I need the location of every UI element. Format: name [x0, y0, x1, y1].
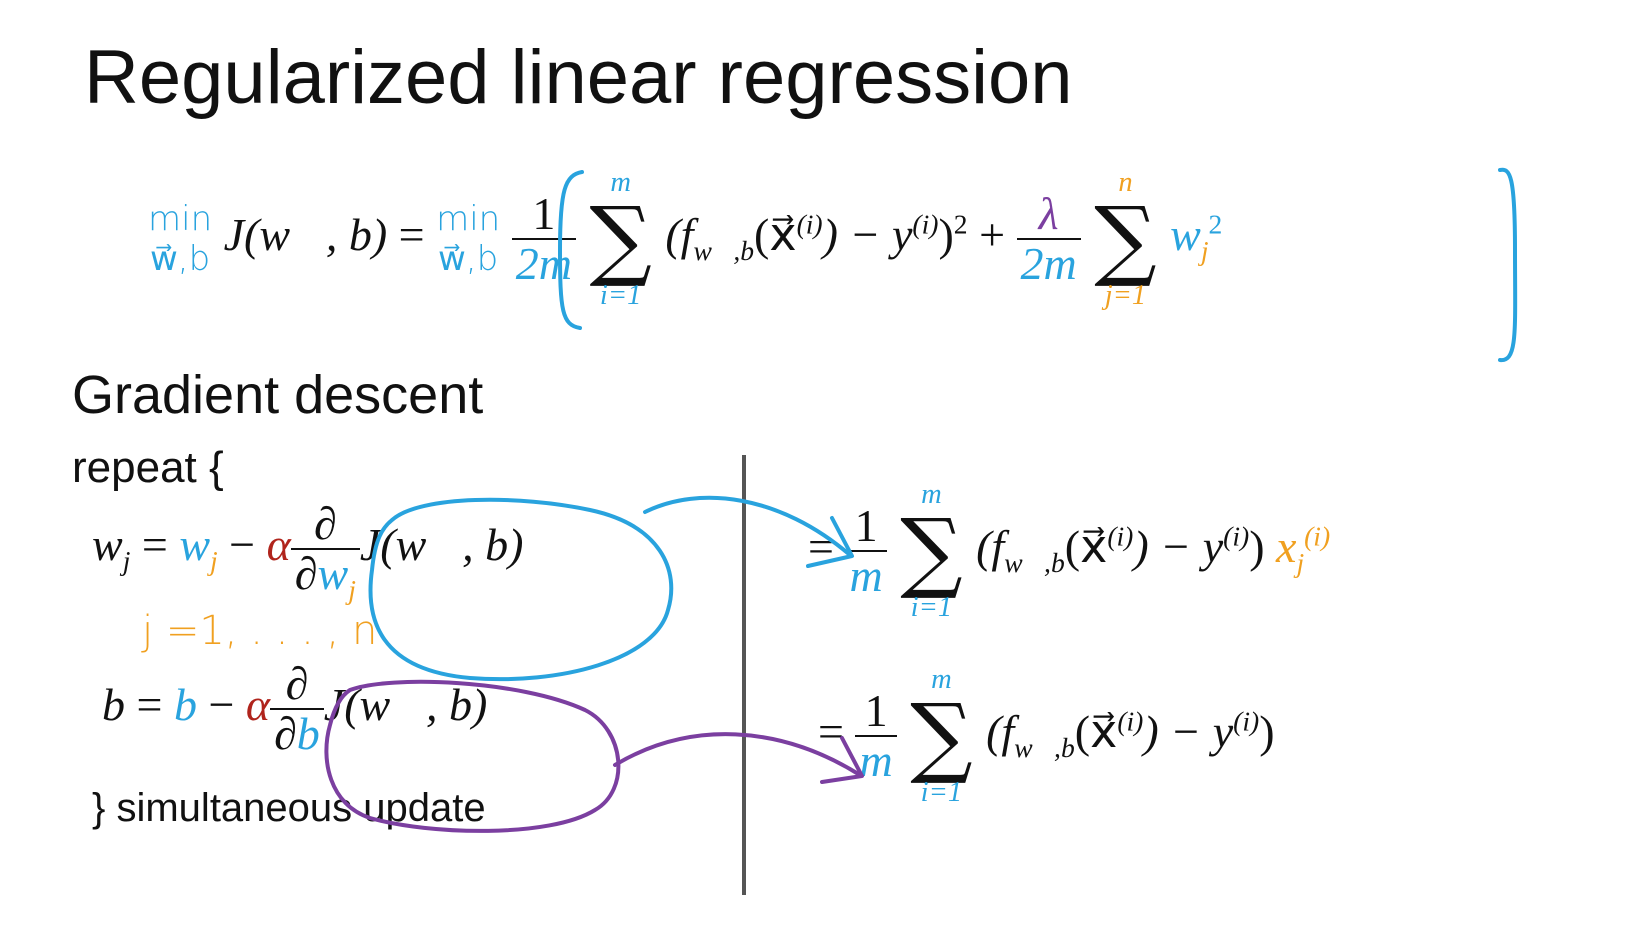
- min-operator-rhs: min w⃗,b: [436, 199, 500, 279]
- close-paren: ): [1249, 521, 1265, 573]
- index-range-note: j =1, . . . , n: [142, 608, 378, 654]
- sum-over-i: m ∑ i=1: [900, 479, 963, 623]
- min-label: min: [436, 199, 501, 240]
- b-rhs: b: [173, 678, 197, 730]
- weight-exponent: 2: [1208, 208, 1223, 240]
- partial-symbol: ∂: [294, 548, 318, 600]
- fraction-1-over-2m: 1 2m: [511, 188, 576, 289]
- partial-symbol: ∂: [274, 708, 297, 760]
- sum-lower-limit: i=1: [599, 279, 642, 311]
- plus-sign: +: [979, 209, 1006, 261]
- update-w-rule: wj = wj − α ∂ ∂wj J(w⃗, b): [92, 498, 524, 604]
- sum-upper-limit: n: [1118, 167, 1133, 198]
- alpha-learning-rate: α: [266, 518, 291, 570]
- alpha-learning-rate: α: [245, 678, 271, 730]
- model-f: (f: [986, 706, 1015, 758]
- sum-upper-limit: m: [931, 664, 952, 695]
- sum-lower-limit: j=1: [1104, 279, 1147, 311]
- update-b-rule: b = b − α ∂ ∂b J(w⃗, b): [102, 658, 488, 760]
- w-rhs-subscript: j: [210, 545, 218, 577]
- model-subscript: w⃗,b: [693, 235, 755, 267]
- sum-upper-limit: m: [921, 479, 942, 510]
- w-rhs: w: [179, 518, 210, 570]
- x-superscript: (i): [1117, 705, 1144, 737]
- blue-bracket-right: [1498, 167, 1518, 363]
- section-heading: Gradient descent: [72, 365, 484, 425]
- minus-sign: −: [229, 518, 256, 570]
- den-subscript: j: [348, 574, 356, 606]
- minus-y: ) − y: [822, 209, 913, 261]
- equals-sign: =: [136, 678, 163, 730]
- model-f: (f: [976, 521, 1005, 573]
- w-lhs-subscript: j: [122, 545, 131, 577]
- minus-y: ) − y: [1133, 521, 1224, 573]
- weight-subscript: j: [1200, 235, 1209, 267]
- sum-over-i: m ∑ i=1: [589, 167, 652, 311]
- fraction-denominator: 2m: [1016, 238, 1081, 288]
- model-f: (f: [665, 209, 694, 261]
- cost-J: J(w⃗, b): [359, 518, 524, 570]
- b-lhs: b: [102, 678, 125, 730]
- sum-lower-limit: i=1: [910, 591, 953, 623]
- simultaneous-update-label: } simultaneous update: [92, 786, 486, 830]
- fraction-numerator: 1: [864, 685, 888, 737]
- x-vector: (x⃗: [754, 209, 797, 261]
- fraction-numerator: 1: [532, 188, 556, 240]
- fraction-denominator: 2m: [511, 238, 576, 288]
- sum-upper-limit: m: [610, 167, 631, 198]
- equals-sign: =: [141, 518, 168, 570]
- close-paren: ): [938, 209, 954, 261]
- square-exponent: 2: [953, 208, 968, 240]
- x-vector: (x⃗: [1064, 521, 1108, 573]
- sum-lower-limit: i=1: [920, 776, 963, 808]
- model-subscript: w⃗,b: [1004, 547, 1065, 579]
- fraction-denominator: m: [855, 735, 897, 785]
- fraction-1-over-m: 1 m: [855, 685, 897, 786]
- x-superscript: (i): [1107, 520, 1134, 552]
- cost-lhs: J(w⃗, b): [223, 209, 388, 261]
- equals-sign: =: [808, 521, 834, 573]
- y-superscript: (i): [1223, 520, 1250, 552]
- den-variable: w: [317, 548, 349, 600]
- derivative-w-expansion: = 1 m m ∑ i=1 (fw⃗,b(x⃗(i)) − y(i)) xj(i…: [808, 480, 1330, 623]
- minus-sign: −: [208, 678, 235, 730]
- close-paren: ): [1259, 706, 1275, 758]
- x-superscript: (i): [796, 208, 823, 240]
- den-variable: b: [296, 708, 320, 760]
- model-subscript: w⃗,b: [1014, 732, 1075, 764]
- repeat-label: repeat {: [72, 443, 224, 492]
- slide-title: Regularized linear regression: [84, 35, 1073, 120]
- equals-sign: =: [398, 209, 425, 261]
- sum-over-j: n ∑ j=1: [1094, 167, 1157, 311]
- feature-x: x: [1276, 521, 1297, 573]
- derivative-b-expansion: = 1 m m ∑ i=1 (fw⃗,b(x⃗(i)) − y(i)): [818, 665, 1275, 808]
- fraction-numerator: 1: [854, 500, 878, 552]
- w-lhs: w: [92, 518, 123, 570]
- min-label: min: [148, 199, 213, 240]
- partial-symbol: ∂: [313, 498, 337, 549]
- weight-w: w: [1170, 209, 1201, 261]
- x-vector: (x⃗: [1074, 706, 1118, 758]
- minus-y: ) − y: [1143, 706, 1234, 758]
- feature-superscript: (i): [1304, 520, 1331, 552]
- cost-J: J(w⃗, b): [323, 678, 488, 730]
- min-subscript: w⃗,b: [149, 239, 211, 280]
- equals-sign: =: [818, 706, 844, 758]
- partial-symbol: ∂: [285, 658, 309, 709]
- cost-function: min w⃗,b J(w⃗, b) = min w⃗,b 1 2m m ∑ i=…: [148, 168, 1222, 311]
- feature-subscript: j: [1296, 547, 1305, 579]
- min-operator: min w⃗,b: [148, 199, 212, 279]
- lambda-symbol: λ: [1038, 188, 1059, 240]
- sum-over-i: m ∑ i=1: [910, 664, 973, 808]
- partial-derivative-b: ∂ ∂b: [270, 658, 324, 760]
- fraction-denominator: m: [845, 550, 887, 600]
- fraction-lambda-over-2m: λ 2m: [1016, 188, 1081, 289]
- min-subscript: w⃗,b: [438, 239, 499, 280]
- partial-derivative-w: ∂ ∂wj: [290, 498, 360, 604]
- y-superscript: (i): [912, 208, 939, 240]
- fraction-1-over-m: 1 m: [845, 500, 887, 601]
- y-superscript: (i): [1233, 705, 1260, 737]
